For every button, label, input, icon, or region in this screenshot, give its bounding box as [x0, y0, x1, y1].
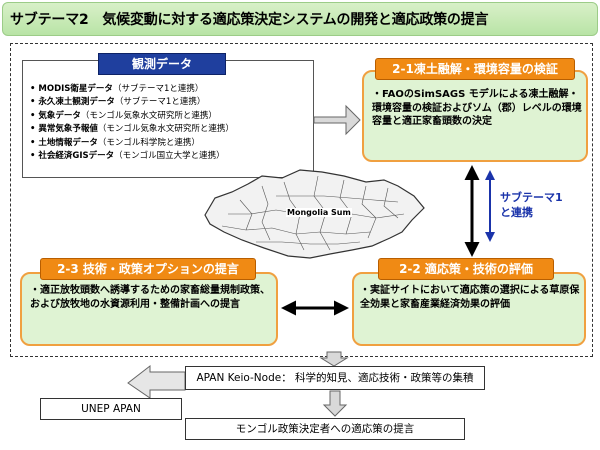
title-bar: [2, 2, 598, 36]
box-2-3-text: ・適正放牧頭数へ誘導するための家畜総量規制政策、および放牧地の水資源利用・整備計…: [30, 285, 270, 310]
subtheme-link-label: サブテーマ1 と連携: [500, 191, 563, 219]
box-2-3: [20, 272, 278, 346]
box-2-2: [352, 272, 586, 346]
observation-item: • 気象データ（モンゴル気象水文研究所と連携）: [30, 110, 217, 121]
page-title: サブテーマ2 気候変動に対する適応策決定システムの開発と適応政策の提言: [10, 12, 489, 28]
box-2-2-text: ・実証サイトにおいて適応策の選択による草原保全効果と家畜産業経済効果の評価: [360, 285, 580, 310]
arrow-obs-to-2-1: [313, 104, 361, 136]
observation-data-label: 観測データ: [98, 53, 226, 75]
arrow-apan-to-unep: [127, 364, 186, 399]
observation-item: • 土地情報データ（モンゴル科学院と連携）: [30, 137, 200, 148]
unep-apan-box: UNEP APAN: [40, 398, 182, 420]
arrow-apan-to-mongolia: [322, 390, 348, 417]
outer-dashed-frame: [10, 43, 593, 357]
box-2-3-label: 2-3 技術・政策オプションの提言: [40, 258, 256, 280]
observation-item: • 永久凍土観測データ（サブテーマ1と連携）: [30, 97, 206, 108]
box-2-1-label: 2-1凍土融解・環境容量の検証: [375, 58, 575, 80]
arrow-frame-to-apan: [319, 351, 349, 367]
map-label: Mongolia Sum: [286, 208, 352, 217]
mongolia-policy-box: モンゴル政策決定者への適応策の提言: [185, 418, 465, 440]
observation-item: • MODIS衛星データ（サブテーマ1と連携）: [30, 84, 204, 94]
observation-item: • 社会経済GISデータ（モンゴル国立大学と連携）: [30, 151, 225, 162]
observation-data-list: • MODIS衛星データ（サブテーマ1と連携） • 永久凍土観測データ（サブテー…: [30, 83, 234, 163]
box-2-2-label: 2-2 適応策・技術の評価: [378, 258, 554, 280]
box-2-1-text: ・FAOのSimSAGS モデルによる凍土融解・環境容量の検証およびソム（郡）レ…: [372, 89, 582, 127]
observation-data-box: [22, 60, 314, 178]
observation-item: • 異常気象予報値（モンゴル気象水文研究所と連携）: [30, 124, 234, 135]
apan-node-box: APAN Keio-Node： 科学的知見、適応技術・政策等の集積: [185, 366, 485, 390]
